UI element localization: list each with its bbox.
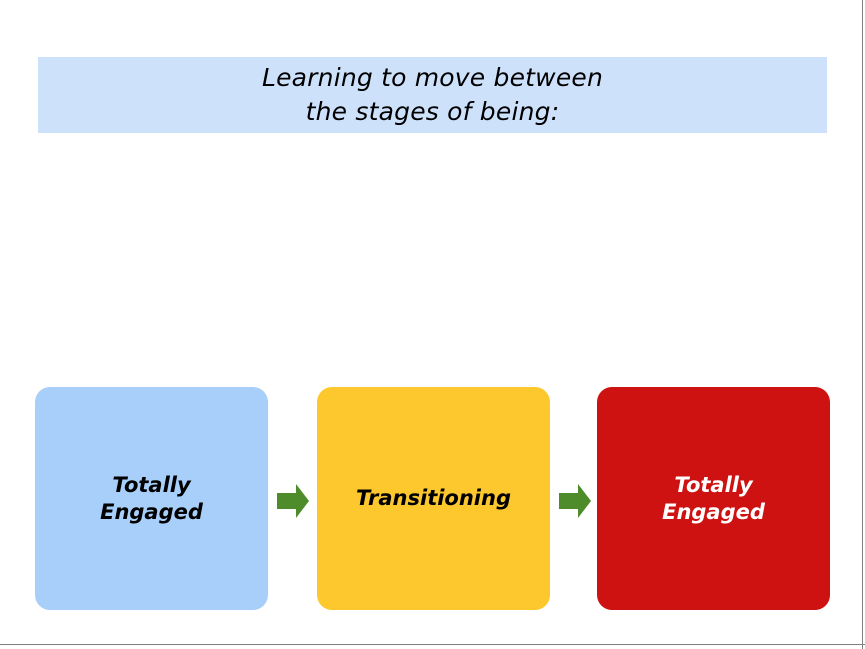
stage-label: Totally Engaged (100, 472, 203, 524)
page-divider-right (862, 0, 863, 649)
title-banner: Learning to move between the stages of b… (38, 57, 827, 133)
stage-box-totally-engaged-end[interactable]: Totally Engaged (597, 387, 830, 610)
stage-box-transitioning[interactable]: Transitioning (317, 387, 550, 610)
title-line-2: the stages of being: (305, 97, 560, 126)
title-line-1: Learning to move between (261, 63, 604, 92)
stage-label: Totally Engaged (662, 472, 765, 524)
stage-box-totally-engaged-start[interactable]: Totally Engaged (35, 387, 268, 610)
right-arrow-icon (275, 483, 311, 519)
process-flow-diagram: Totally Engaged Transitioning Totally En… (35, 387, 830, 610)
stage-label: Transitioning (356, 486, 511, 510)
right-arrow-icon (557, 483, 593, 519)
page-divider-bottom (0, 644, 865, 645)
